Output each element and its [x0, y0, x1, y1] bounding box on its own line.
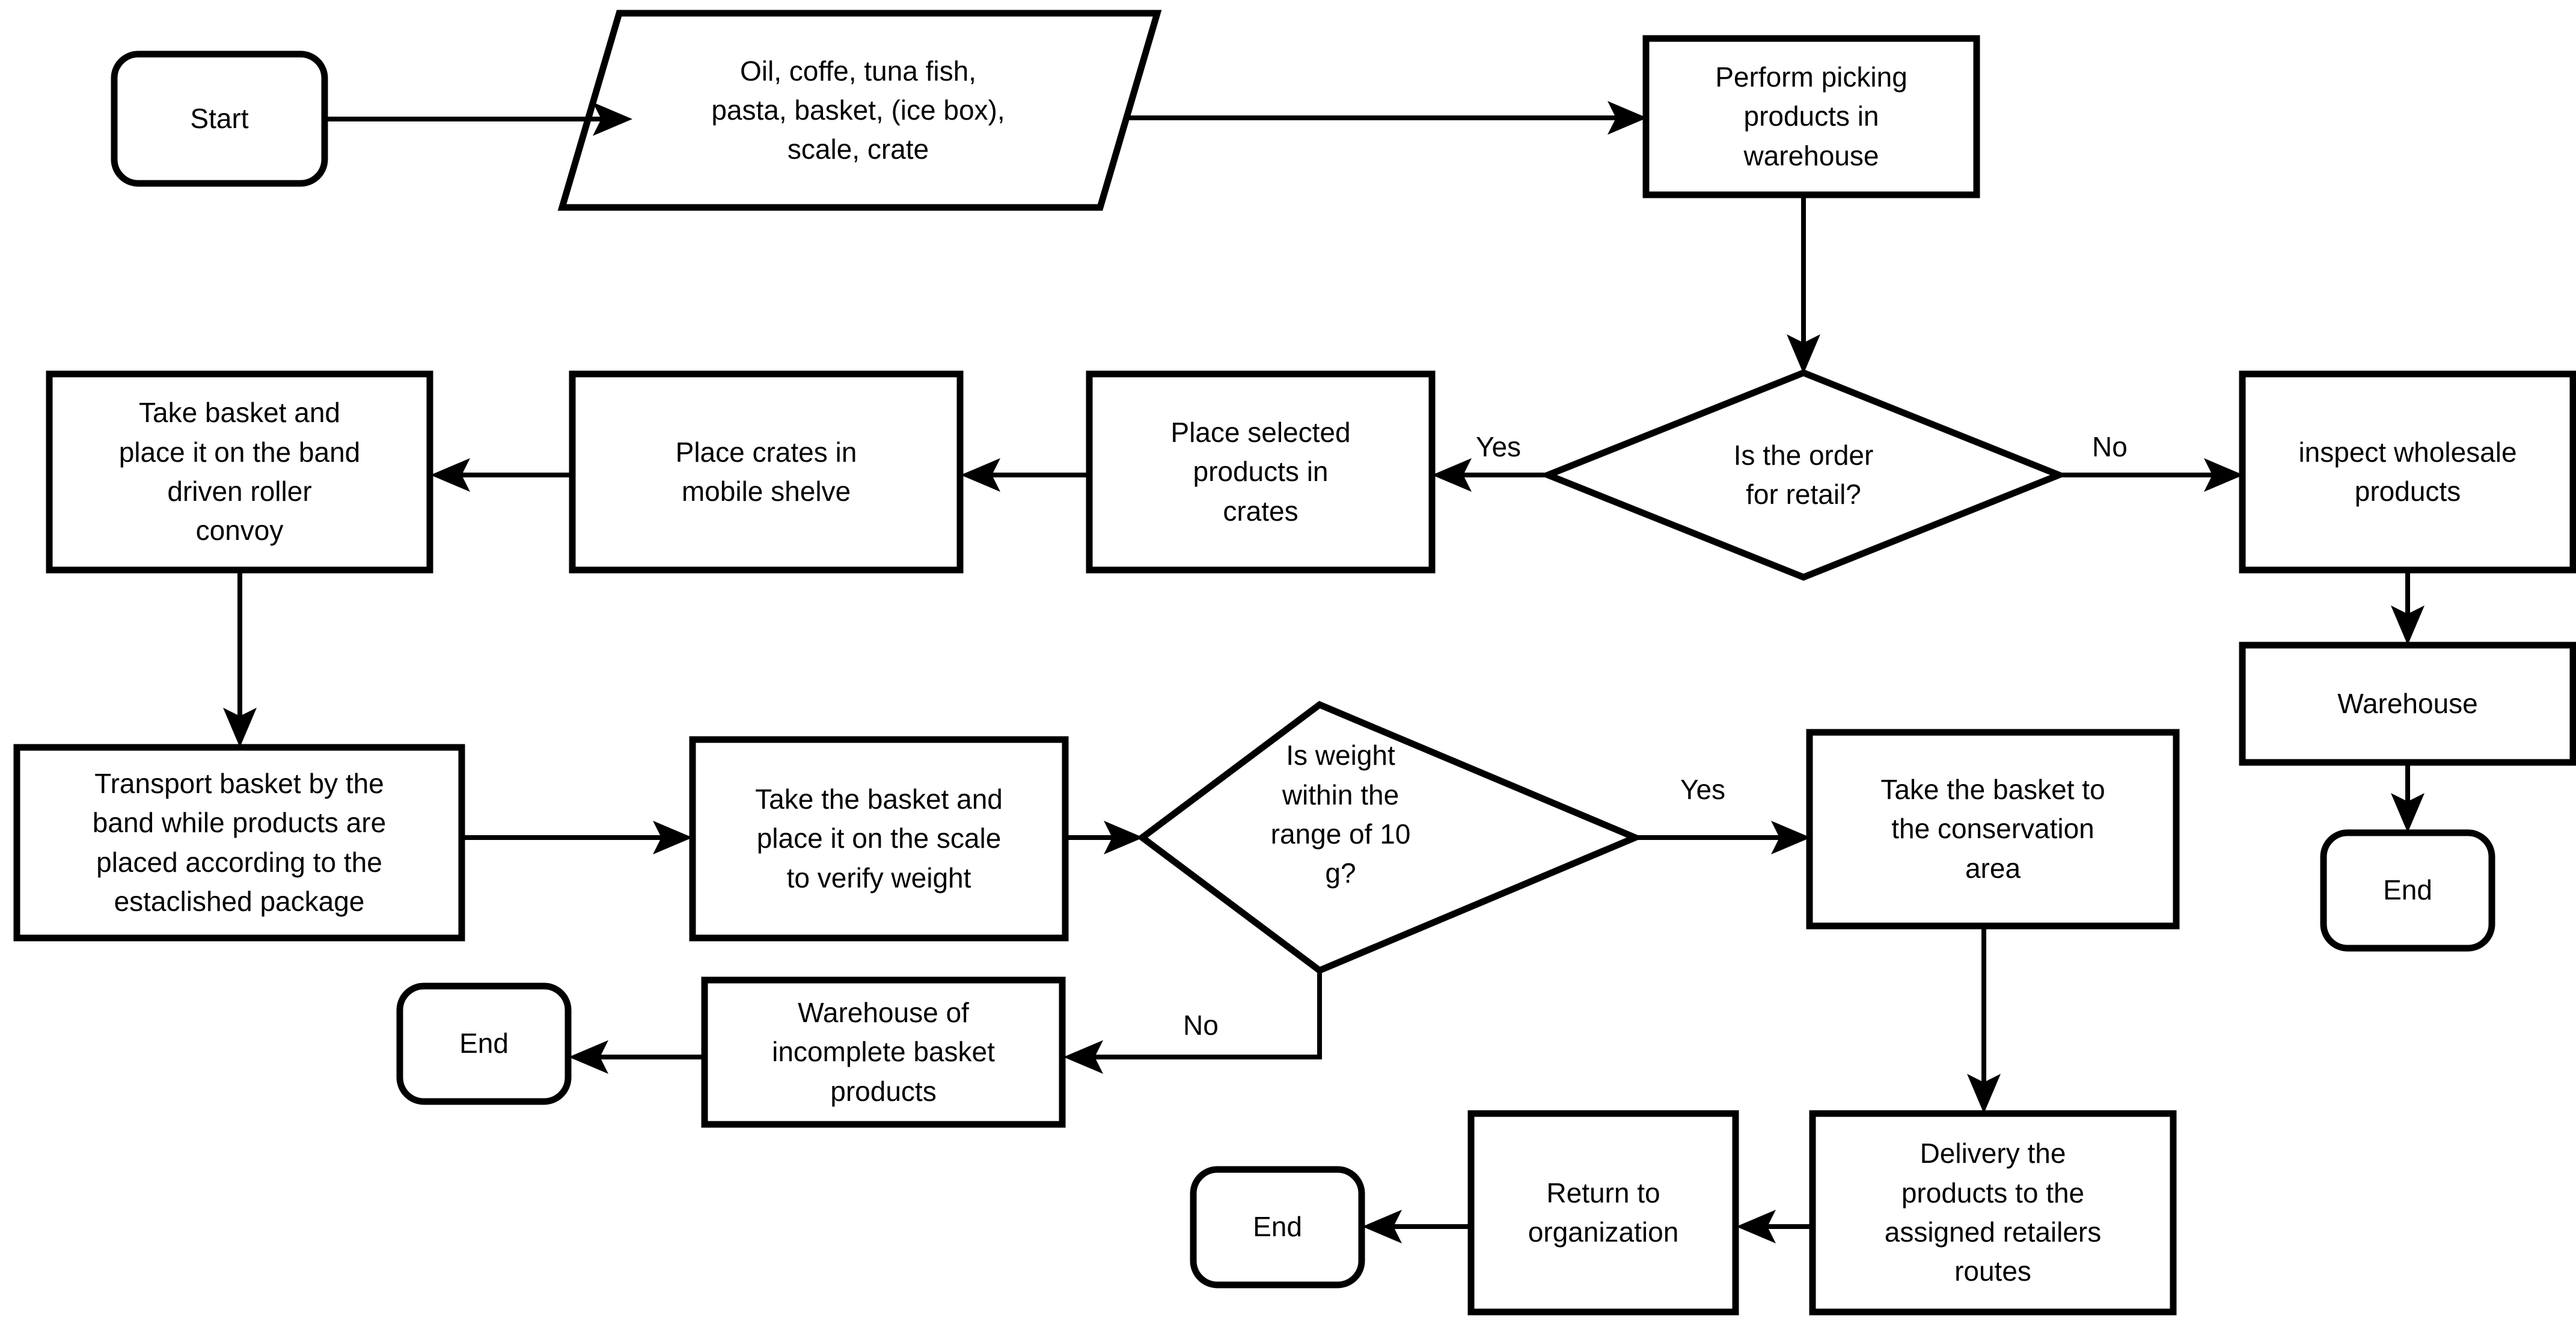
- edge-weight-no-to-incomplete: [1063, 970, 1322, 1074]
- edge-warehouse-to-end: [2391, 762, 2425, 833]
- node-transport-basket-shape[interactable]: [13, 744, 465, 942]
- edge-label-retail-no: No: [2092, 431, 2128, 462]
- edge-transport-to-verify-weight: [462, 821, 693, 854]
- node-end-incomplete-shape[interactable]: [396, 982, 572, 1105]
- edge-label-weight-yes: Yes: [1680, 774, 1726, 805]
- edge-picking-to-retail-decision: [1787, 195, 1820, 374]
- edge-inspect-to-warehouse: [2391, 570, 2425, 645]
- node-retail-decision-shape[interactable]: [1539, 369, 2068, 581]
- node-place-products-shape[interactable]: [1086, 370, 1436, 574]
- edge-place-crates-to-take-basket: [430, 458, 572, 492]
- node-conservation-shape[interactable]: [1806, 729, 2180, 930]
- node-return-org-shape[interactable]: [1467, 1110, 1739, 1316]
- edge-take-basket-to-transport: [223, 570, 257, 747]
- node-materials-shape[interactable]: [557, 10, 1162, 211]
- node-end-wholesale-shape[interactable]: [2320, 829, 2495, 952]
- edge-retail-no-to-inspect-wholesale: [2059, 458, 2244, 492]
- node-take-basket-band-shape[interactable]: [46, 370, 433, 574]
- edge-return-org-to-end: [1362, 1210, 1471, 1243]
- node-delivery-shape[interactable]: [1809, 1110, 2177, 1316]
- edge-label-weight-no: No: [1183, 1010, 1219, 1041]
- node-incomplete-wh-shape[interactable]: [701, 976, 1066, 1128]
- edge-place-products-to-place-crates: [961, 458, 1089, 492]
- edge-verify-weight-to-decision: [1065, 821, 1143, 854]
- edge-weight-yes-to-conservation: [1635, 821, 1811, 854]
- edge-incomplete-to-end: [569, 1040, 705, 1074]
- edge-retail-yes-to-place-products: [1432, 458, 1548, 492]
- edge-label-retail-yes: Yes: [1476, 431, 1522, 462]
- edge-delivery-to-return-org: [1736, 1210, 1813, 1243]
- node-inspect-wholesale-shape[interactable]: [2239, 370, 2576, 574]
- node-weight-decision-shape[interactable]: [1136, 700, 1644, 975]
- edge-materials-to-picking: [1129, 101, 1647, 135]
- node-picking-shape[interactable]: [1642, 35, 1980, 198]
- node-place-crates-shape[interactable]: [569, 370, 964, 574]
- node-start-shape[interactable]: [111, 51, 328, 187]
- edge-conservation-to-delivery: [1967, 926, 2001, 1114]
- edge-start-to-materials: [325, 102, 632, 136]
- node-verify-weight-shape[interactable]: [689, 736, 1069, 942]
- node-end-delivery-shape[interactable]: [1190, 1166, 1365, 1289]
- node-warehouse-shape[interactable]: [2239, 642, 2576, 766]
